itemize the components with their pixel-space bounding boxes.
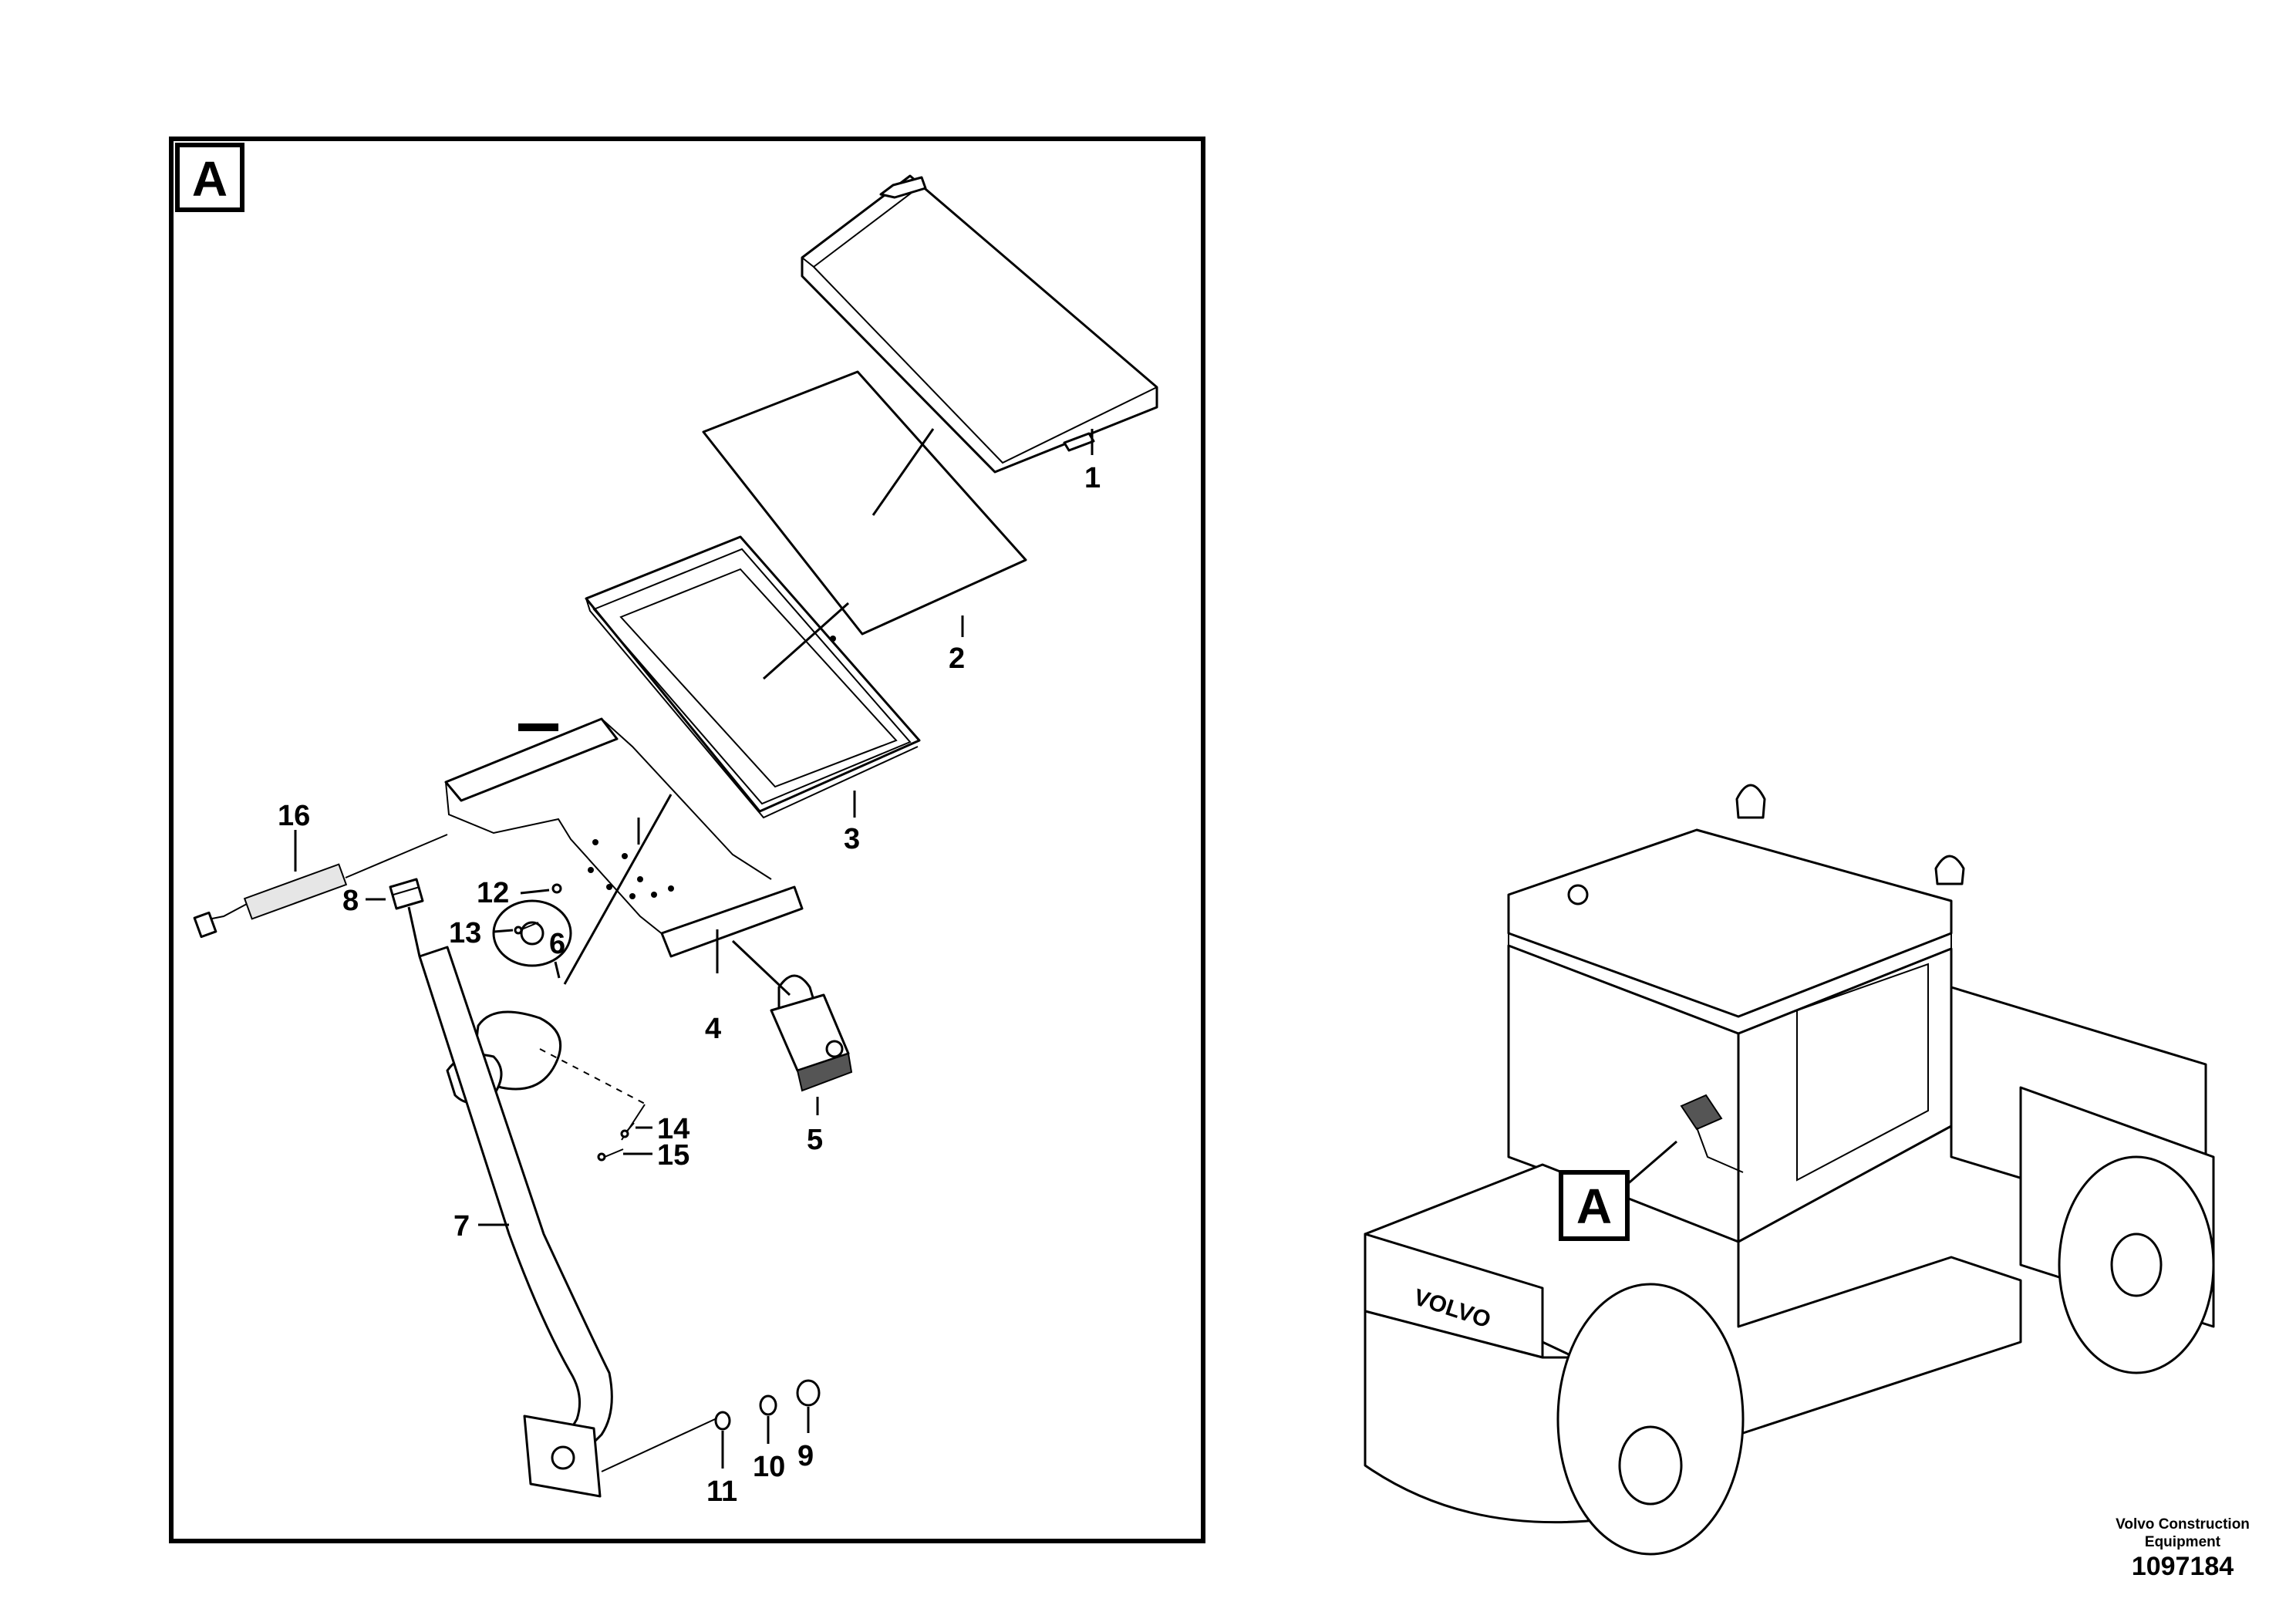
detail-frame-label: A bbox=[192, 151, 228, 207]
callout-12: 12 bbox=[477, 877, 509, 909]
publisher-credit: Volvo Construction Equipment bbox=[2036, 1516, 2296, 1551]
callout-15: 15 bbox=[657, 1139, 689, 1172]
callout-14: 14 bbox=[657, 1113, 689, 1145]
callout-9: 9 bbox=[797, 1440, 814, 1472]
callout-7: 7 bbox=[453, 1210, 470, 1243]
callout-13: 13 bbox=[449, 917, 481, 949]
callout-labels: 1 2 3 4 5 6 7 8 9 10 11 12 13 14 15 16 bbox=[278, 462, 1101, 1508]
document-number: 1097184 bbox=[2131, 1552, 2234, 1581]
part-7-arm bbox=[418, 946, 726, 1498]
callout-1: 1 bbox=[1084, 462, 1101, 494]
callout-leaders bbox=[294, 428, 1094, 1469]
callout-16: 16 bbox=[278, 800, 310, 832]
callout-10: 10 bbox=[753, 1451, 785, 1483]
callout-2: 2 bbox=[949, 642, 965, 675]
credit-line-1: Volvo Construction bbox=[2116, 1516, 2250, 1533]
callout-4: 4 bbox=[705, 1013, 721, 1045]
callout-8: 8 bbox=[342, 885, 359, 917]
part-3-display bbox=[585, 535, 921, 819]
credit-line-2: Equipment bbox=[2144, 1534, 2221, 1550]
part-5-padlock bbox=[770, 974, 853, 1092]
part-6-ball-mount bbox=[446, 899, 647, 1141]
parts-12-15-screws bbox=[514, 883, 635, 1162]
part-16-cable bbox=[193, 834, 448, 939]
callout-11: 11 bbox=[706, 1475, 737, 1508]
callout-5: 5 bbox=[807, 1124, 823, 1156]
detail-frame: A bbox=[169, 137, 1205, 1543]
machine-overview: VOLVO A bbox=[1364, 784, 2215, 1556]
part-2-sheet bbox=[702, 370, 1027, 636]
callout-3: 3 bbox=[844, 823, 860, 855]
machine-location-label: A bbox=[1576, 1179, 1612, 1234]
part-9-11-fasteners bbox=[714, 1379, 821, 1431]
part-1-cover bbox=[801, 174, 1158, 474]
part-4-holder bbox=[444, 717, 804, 958]
part-8-plug bbox=[389, 878, 424, 910]
callout-6: 6 bbox=[549, 928, 565, 960]
